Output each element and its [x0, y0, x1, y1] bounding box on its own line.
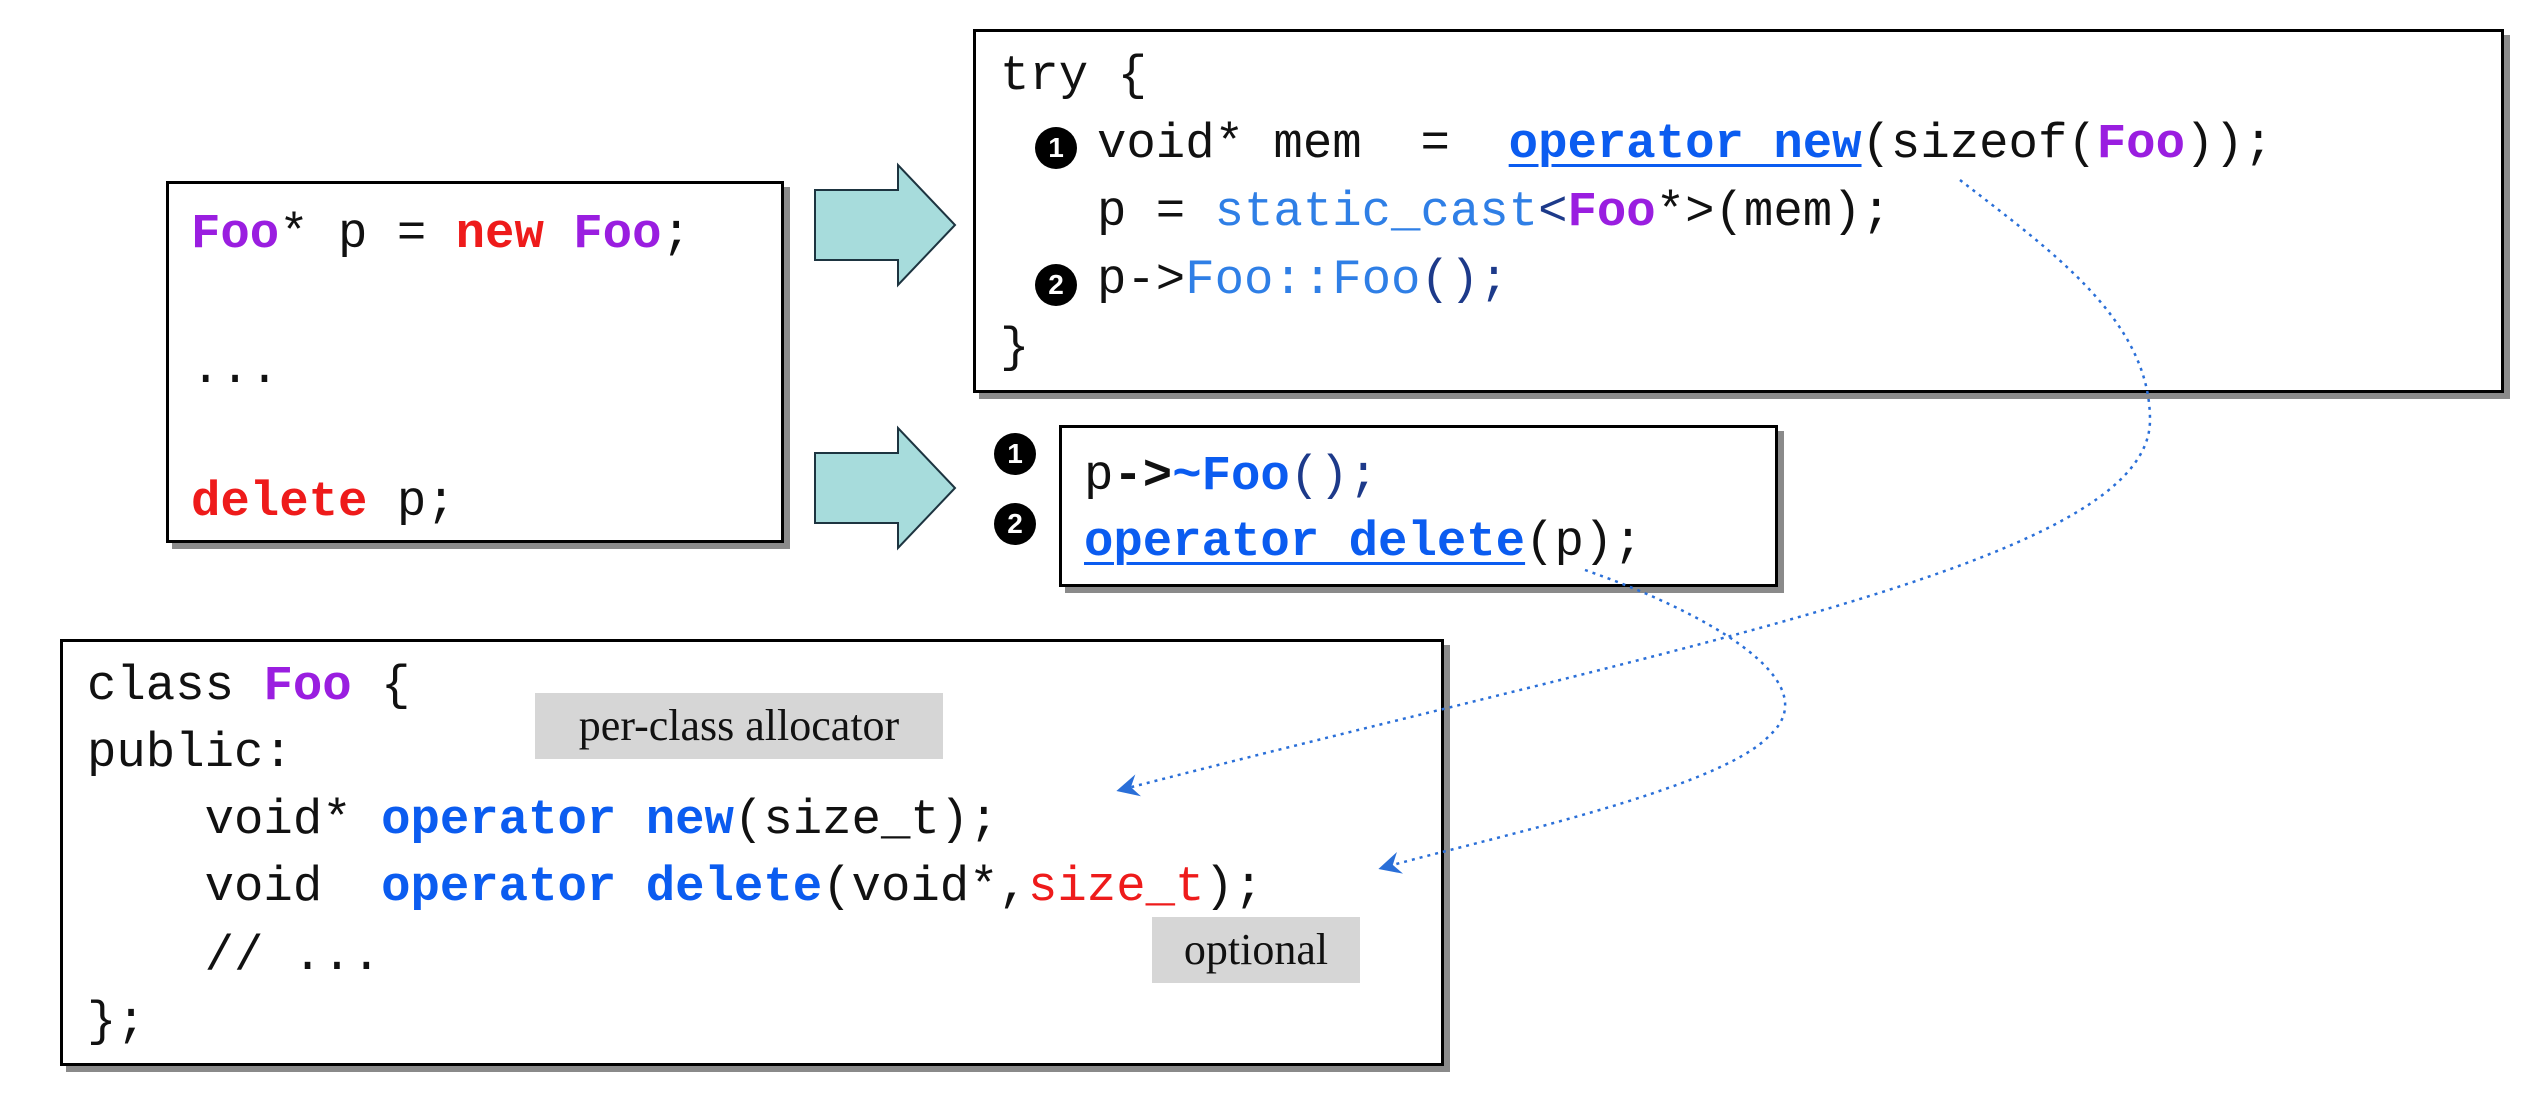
operator-delete-link: [1378, 568, 1787, 874]
operator-delete-call: operator delete: [1084, 514, 1526, 570]
step-2-badge: 2: [1035, 264, 1077, 306]
expand-new-arrow: [814, 162, 957, 288]
alloc-line: void* mem = operator new(sizeof(Foo));: [1097, 116, 2274, 172]
close-brace-line: }: [1000, 320, 1030, 376]
class-line: class Foo {: [87, 658, 411, 714]
class-name: Foo: [263, 658, 352, 714]
class-name: Foo: [573, 206, 662, 262]
dealloc-line: operator delete(p);: [1084, 514, 1643, 570]
class-end-line: };: [87, 994, 146, 1050]
public-line: public:: [87, 725, 293, 781]
operator-new-link: [1116, 179, 2152, 797]
static-cast: static_cast: [1214, 184, 1539, 240]
destructor-call: ~Foo: [1172, 448, 1290, 504]
step-2-badge: 2: [994, 503, 1036, 545]
delete-expansion-box: p->~Foo(); operator delete(p);: [1059, 425, 1778, 587]
delete-keyword: delete: [191, 474, 368, 530]
step-1-badge: 1: [994, 433, 1036, 475]
per-class-allocator-note: per-class allocator: [535, 693, 943, 759]
optional-note: optional: [1152, 917, 1360, 983]
step-1-badge: 1: [1035, 127, 1077, 169]
cast-line: p = static_cast<Foo*>(mem);: [1097, 184, 1891, 240]
usage-line-new: Foo* p = new Foo;: [191, 206, 691, 262]
operator-new-call: operator new: [1508, 116, 1862, 172]
operator-new-decl: operator new: [381, 792, 734, 848]
try-line: try {: [1000, 48, 1148, 104]
dtor-line: p->~Foo();: [1084, 448, 1379, 504]
comment-line: // ...: [87, 928, 382, 984]
optional-param: size_t: [1027, 859, 1205, 915]
member-operator-delete-line: void operator delete(void*,size_t);: [87, 859, 1264, 915]
ctor-line: p->Foo::Foo();: [1097, 252, 1509, 308]
new-delete-usage-box: Foo* p = new Foo; ... delete p;: [166, 181, 784, 543]
operator-delete-decl: operator delete: [381, 859, 823, 915]
class-name: Foo: [1567, 184, 1656, 240]
usage-line-ellipsis: ...: [191, 341, 280, 397]
usage-line-delete: delete p;: [191, 474, 456, 530]
type-name: Foo: [191, 206, 280, 262]
expand-delete-arrow: [814, 425, 957, 551]
class-name: Foo: [2096, 116, 2185, 172]
new-expansion-box: try { void* mem = operator new(sizeof(Fo…: [973, 29, 2504, 393]
new-keyword: new: [455, 206, 544, 262]
constructor-call: Foo::Foo: [1185, 252, 1421, 308]
member-operator-new-line: void* operator new(size_t);: [87, 792, 999, 848]
